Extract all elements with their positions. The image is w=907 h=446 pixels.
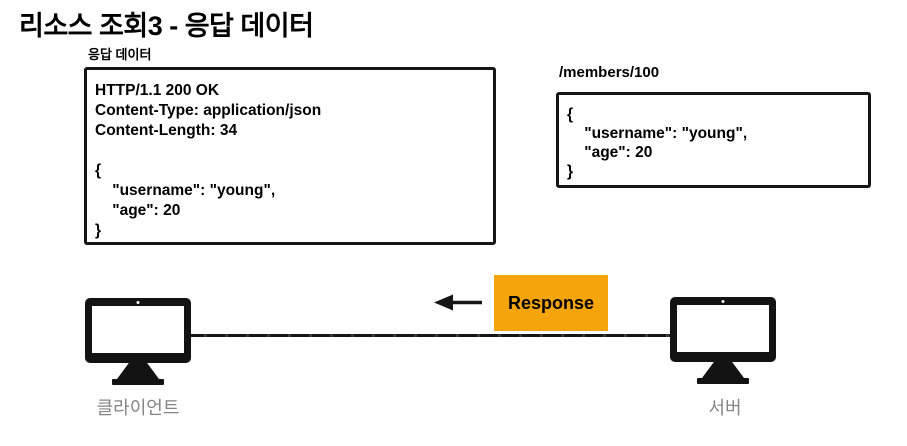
server-monitor-icon bbox=[670, 297, 776, 384]
code-line: { bbox=[95, 162, 102, 179]
code-line: } bbox=[567, 163, 574, 180]
response-data-label: 응답 데이터 bbox=[88, 47, 152, 62]
response-badge: Response bbox=[494, 275, 608, 331]
client-label: 클라이언트 bbox=[96, 398, 180, 418]
monitor-screen bbox=[92, 306, 184, 353]
monitor-stand bbox=[702, 361, 744, 378]
monitor-screen bbox=[677, 305, 769, 352]
code-line: "age": 20 bbox=[567, 144, 653, 161]
server-label: 서버 bbox=[708, 398, 742, 418]
code-line: HTTP/1.1 200 OK bbox=[95, 82, 220, 99]
client-server-connection-line bbox=[186, 334, 674, 337]
code-line: "username": "young", bbox=[567, 125, 748, 142]
code-line: "age": 20 bbox=[95, 202, 181, 219]
code-line: { bbox=[567, 106, 574, 123]
code-line: } bbox=[95, 222, 102, 239]
monitor-stand bbox=[117, 362, 159, 379]
page-title: 리소스 조회3 - 응답 데이터 bbox=[19, 11, 314, 41]
code-line: "username": "young", bbox=[95, 182, 276, 199]
camera-dot-icon bbox=[136, 301, 140, 304]
code-line: Content-Type: application/json bbox=[95, 102, 322, 119]
client-monitor-icon bbox=[85, 298, 191, 385]
resource-body-box: { "username": "young", "age": 20 } bbox=[556, 92, 871, 188]
monitor-base bbox=[697, 378, 749, 384]
resource-path-label: /members/100 bbox=[559, 64, 660, 81]
http-response-box: HTTP/1.1 200 OK Content-Type: applicatio… bbox=[84, 67, 496, 245]
arrow-left-icon bbox=[434, 294, 482, 311]
code-line: Content-Length: 34 bbox=[95, 122, 238, 139]
monitor-frame bbox=[85, 298, 191, 363]
camera-dot-icon bbox=[721, 300, 725, 303]
monitor-frame bbox=[670, 297, 776, 362]
code-line bbox=[95, 141, 493, 161]
monitor-base bbox=[112, 379, 164, 385]
